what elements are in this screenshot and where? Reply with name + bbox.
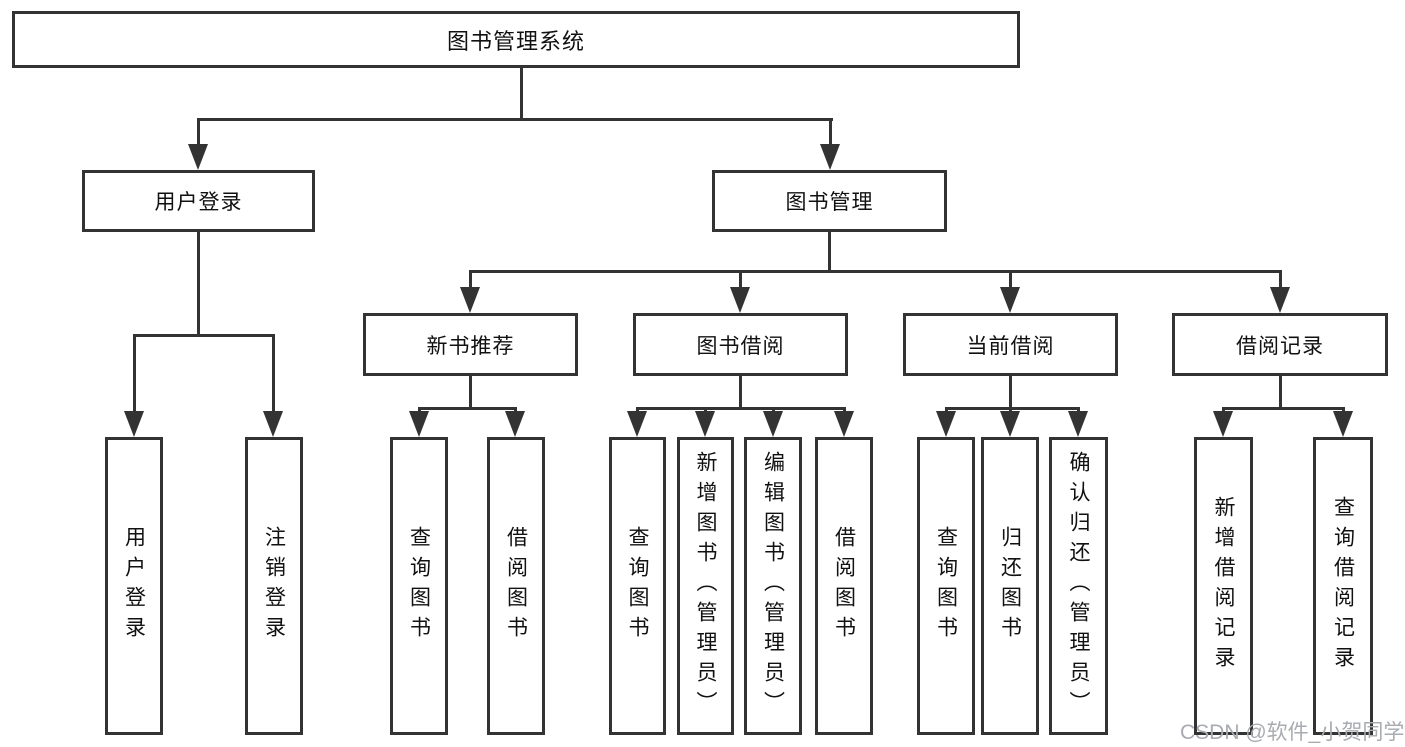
arrow-to-borrow-records [1270, 270, 1290, 313]
connector-book-borrow-stem [739, 374, 742, 410]
connector-new-book-stem [469, 374, 472, 410]
node-current-borrow: 当前借阅 [903, 313, 1118, 376]
leaf-query-books-borrow: 查询图书 [609, 437, 666, 735]
arrow-to-leaf-borrow-books-c [834, 407, 854, 437]
leaf-query-books-current: 查询图书 [917, 437, 975, 735]
arrow-to-current-borrow [1000, 270, 1020, 313]
node-new-book-recommend: 新书推荐 [363, 313, 578, 376]
arrow-to-book-borrow [730, 270, 750, 313]
connector-book-management-stem [828, 230, 831, 272]
leaf-confirm-return-admin: 确认归还（管理员） [1049, 437, 1108, 735]
connector-new-book-bar [418, 407, 517, 410]
leaf-borrow-books: 借阅图书 [815, 437, 873, 735]
arrow-to-leaf-add-borrow-record [1213, 407, 1233, 437]
arrow-to-leaf-query-books-b [409, 407, 429, 437]
arrow-to-user-login [188, 118, 208, 170]
arrow-to-leaf-logout [263, 334, 283, 437]
leaf-query-books-recommend: 查询图书 [390, 437, 448, 735]
connector-current-borrow-stem [1009, 374, 1012, 410]
connector-borrow-records-bar [1222, 407, 1344, 410]
connector-borrow-records-stem [1279, 374, 1282, 410]
node-borrow-records: 借阅记录 [1172, 313, 1388, 376]
connector-root-bar [197, 118, 833, 121]
connector-book-management-bar [469, 270, 1282, 273]
leaf-query-borrow-record: 查询借阅记录 [1313, 437, 1373, 735]
connector-current-borrow-bar [945, 407, 1079, 410]
node-root-library-system: 图书管理系统 [12, 11, 1020, 68]
csdn-watermark: CSDN @软件_小贺同学 [1180, 721, 1405, 744]
node-book-management: 图书管理 [712, 170, 947, 232]
connector-user-login-bar [133, 334, 275, 337]
arrow-to-leaf-query-borrow-record [1333, 407, 1353, 437]
leaf-borrow-books-recommend: 借阅图书 [487, 437, 545, 735]
leaf-logout: 注销登录 [245, 437, 303, 735]
connector-root-stem [520, 66, 523, 120]
arrow-to-leaf-query-books-d [936, 407, 956, 437]
arrow-to-leaf-add-books [695, 407, 715, 437]
node-book-borrow: 图书借阅 [633, 313, 848, 376]
arrow-to-leaf-borrow-books-b [505, 407, 525, 437]
leaf-return-books: 归还图书 [981, 437, 1039, 735]
connector-user-login-stem [197, 230, 200, 336]
arrow-to-leaf-query-books-c [627, 407, 647, 437]
arrow-to-leaf-user-login [124, 334, 144, 437]
leaf-add-borrow-record: 新增借阅记录 [1194, 437, 1253, 735]
leaf-edit-books-admin: 编辑图书（管理员） [744, 437, 802, 735]
leaf-add-books-admin: 新增图书（管理员） [677, 437, 734, 735]
arrow-to-leaf-return-books [1000, 407, 1020, 437]
arrow-to-leaf-confirm-return [1068, 407, 1088, 437]
leaf-user-login: 用户登录 [105, 437, 163, 735]
arrow-to-new-book-recommend [460, 270, 480, 313]
arrow-to-book-management [820, 118, 840, 170]
arrow-to-leaf-edit-books [763, 407, 783, 437]
node-user-login: 用户登录 [82, 170, 315, 232]
connector-book-borrow-bar [636, 407, 846, 410]
